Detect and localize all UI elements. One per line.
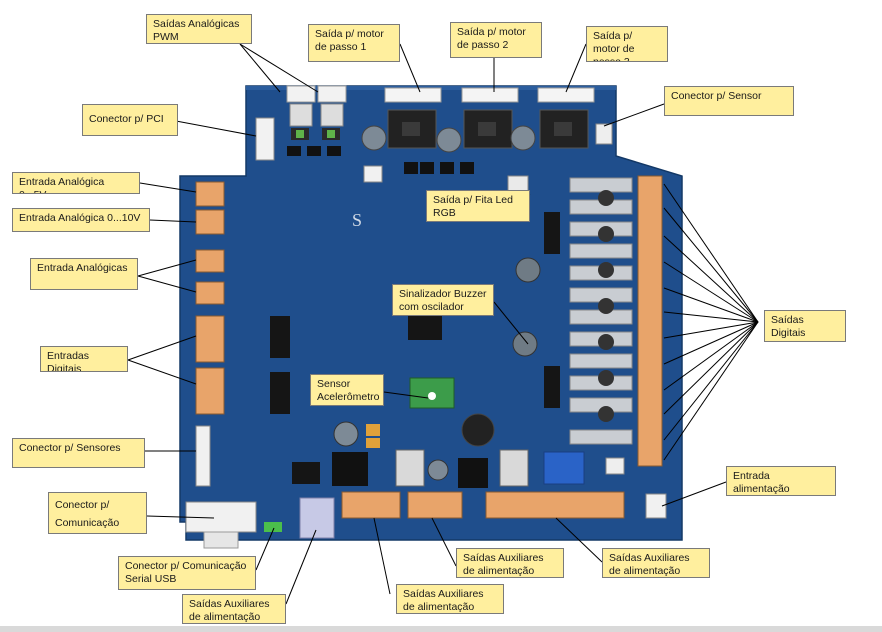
callout-digital-inputs-text: Entradas Digitais — [47, 350, 90, 372]
pci-connector — [255, 117, 275, 161]
bottom-bar — [0, 626, 882, 632]
callout-motor1-text: Saída p/ motor de passo 1 — [315, 28, 384, 53]
callout-accelerometer: Sensor Acelerômetro — [310, 374, 384, 406]
callout-analog-10v: Entrada Analógica 0...10V — [12, 208, 150, 232]
callout-aux-12v: Saídas Auxiliares de alimentação 12VDC — [456, 548, 564, 578]
power-components-top — [287, 146, 474, 183]
stepper-drivers — [361, 87, 595, 153]
callout-motor3-text: Saída p/ motor de passo 3 — [593, 30, 635, 62]
callout-buzzer-text: Sinalizador Buzzer com oscilador — [399, 288, 487, 313]
callout-usb-connector-text: Conector p/ Comunicação Serial USB — [125, 560, 247, 585]
callout-analog-5v-text: Entrada Analógica 0...5V — [19, 176, 105, 193]
callout-usb-connector: Conector p/ Comunicação Serial USB — [118, 556, 256, 590]
callout-buzzer: Sinalizador Buzzer com oscilador — [392, 284, 494, 316]
callout-sensors-connector: Conector p/ Sensores — [12, 438, 145, 468]
callout-aux-5v-a: Saídas Auxiliares de alimentação 5VDC — [182, 594, 286, 624]
callout-aux-12v-text: Saídas Auxiliares de alimentação 12VDC — [463, 552, 544, 577]
callout-motor2-text: Saída p/ motor de passo 2 — [457, 26, 526, 51]
callout-motor1: Saída p/ motor de passo 1 — [308, 24, 400, 62]
callout-analog-5v: Entrada Analógica 0...5V — [12, 172, 140, 194]
callout-power-input-text: Entrada alimentação — [733, 470, 790, 495]
callout-analog: Entrada Analógicas — [30, 258, 138, 290]
callout-sensors-connector-text: Conector p/ Sensores — [19, 442, 121, 454]
callout-sensor-connector-text: Conector p/ Sensor — [671, 90, 762, 102]
callout-rgb-led-text: Saída p/ Fita Led RGB — [433, 194, 513, 219]
callout-pci-text: Conector p/ PCI — [89, 113, 164, 125]
callout-aux-5v-b-text: Saídas Auxiliares de alimentação 5VDC — [403, 588, 484, 613]
bottom-terminals — [341, 491, 667, 519]
buzzer — [512, 257, 541, 357]
callout-sensor-connector: Conector p/ Sensor — [664, 86, 794, 116]
integrated-circuits — [270, 212, 560, 484]
relays-and-terminals — [569, 175, 663, 467]
callout-pwm: Saídas Analógicas PWM — [146, 14, 252, 44]
callout-aux-24v: Saídas Auxiliares de alimentação 24VDC — [602, 548, 710, 578]
callout-pwm-text: Saídas Analógicas PWM — [153, 18, 240, 43]
callout-analog-text: Entrada Analógicas — [37, 262, 128, 274]
voltage-regulators — [332, 413, 625, 488]
callout-motor3: Saída p/ motor de passo 3 — [586, 26, 668, 62]
leader-lines — [127, 43, 759, 605]
callout-digital-outputs-text: Saídas Digitais — [771, 314, 806, 339]
left-terminals — [195, 181, 225, 487]
callout-power-input: Entrada alimentação — [726, 466, 836, 496]
callout-digital-outputs: Saídas Digitais — [764, 310, 846, 342]
callout-motor2: Saída p/ motor de passo 2 — [450, 22, 542, 58]
callout-comm-connector: Conector p/ Comunicação — [48, 492, 147, 534]
sharp-sensor-connector — [595, 123, 613, 145]
pwm-terminals — [286, 85, 347, 140]
callout-accelerometer-text: Sensor Acelerômetro — [317, 378, 380, 403]
serial-usb-connectors — [185, 497, 335, 549]
callout-aux-24v-text: Saídas Auxiliares de alimentação 24VDC — [609, 552, 690, 577]
callout-aux-5v-b: Saídas Auxiliares de alimentação 5VDC — [396, 584, 504, 614]
brand-logo: S — [352, 210, 362, 230]
callout-aux-5v-a-text: Saídas Auxiliares de alimentação 5VDC — [189, 598, 270, 623]
callout-rgb-led: Saída p/ Fita Led RGB — [426, 190, 530, 222]
callout-digital-inputs: Entradas Digitais — [40, 346, 128, 372]
callout-analog-10v-text: Entrada Analógica 0...10V — [19, 212, 141, 224]
callout-comm-connector-text: Conector p/ Comunicação — [55, 499, 120, 529]
callout-pci: Conector p/ PCI — [82, 104, 178, 136]
